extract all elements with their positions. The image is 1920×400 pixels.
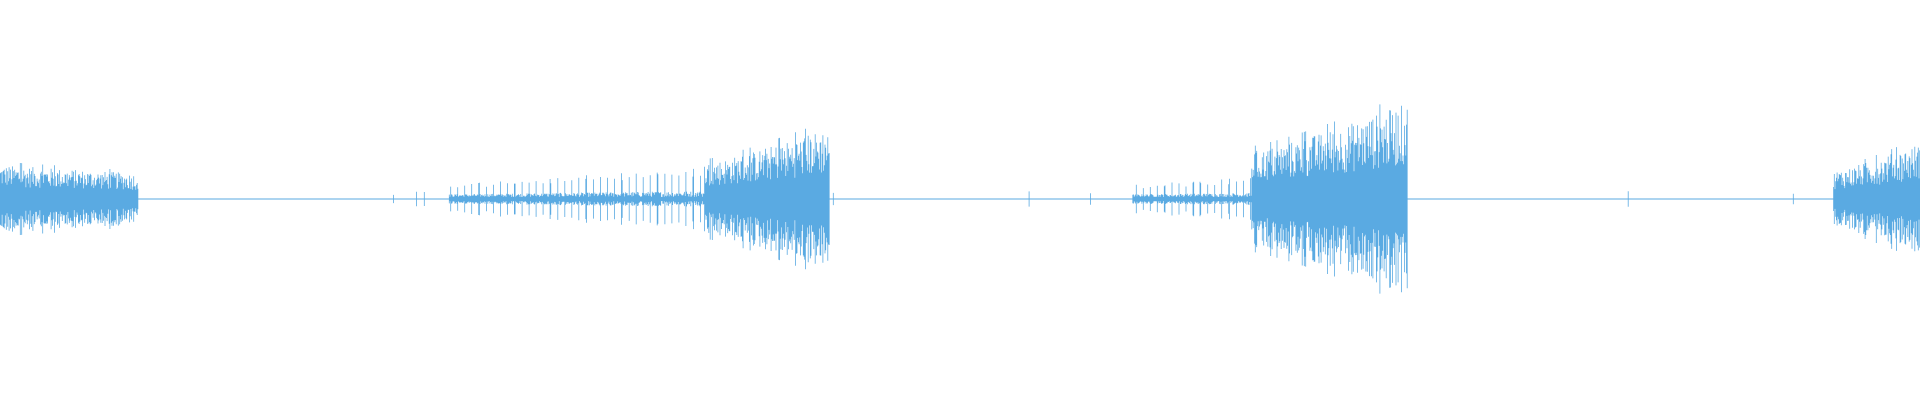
waveform-signal [0, 104, 1920, 294]
waveform-bars [0, 104, 1920, 294]
